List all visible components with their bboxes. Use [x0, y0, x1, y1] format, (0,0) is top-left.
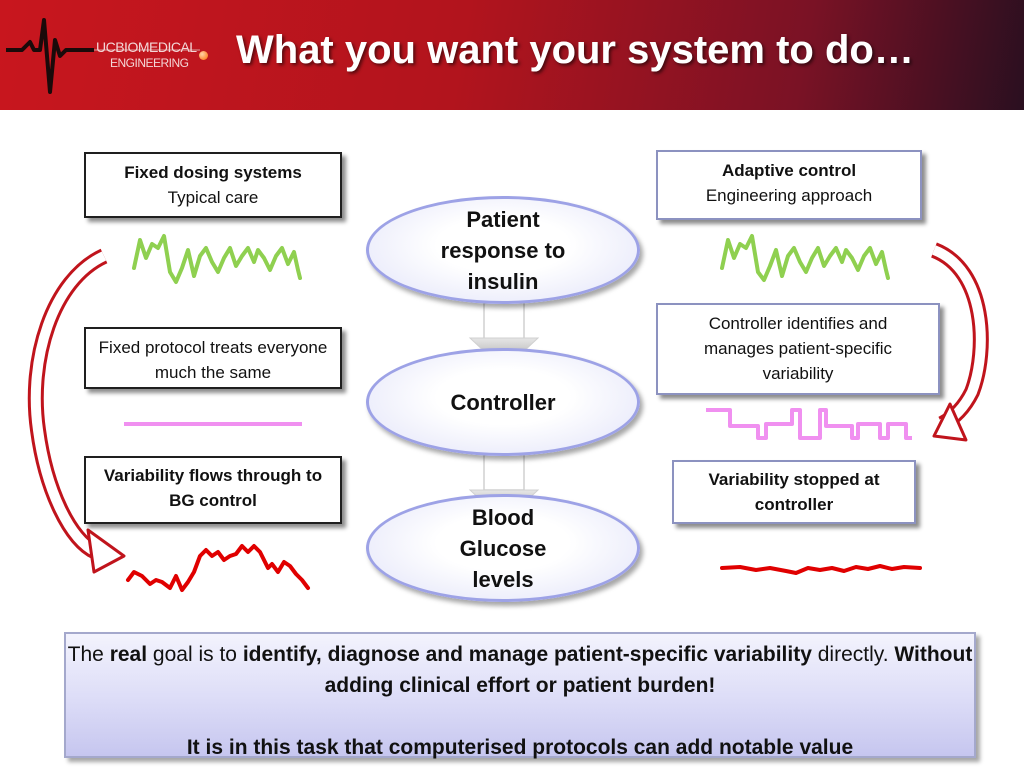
fixed-dosing-subtitle: Typical care [167, 188, 259, 207]
header-banner: UCBIOMEDICAL ENGINEERING What you want y… [0, 0, 1024, 110]
red-bg-trace-left [126, 544, 310, 592]
adaptive-control-subtitle: Engineering approach [705, 186, 873, 205]
summary-line-1: The real goal is to identify, diagnose a… [66, 639, 974, 701]
controller-identifies-text: Controller identifies and manages patien… [703, 314, 893, 383]
controller-identifies-box: Controller identifies and manages patien… [656, 303, 940, 395]
patient-response-ellipse: Patient response to insulin [366, 196, 640, 304]
summary-real: real [109, 643, 148, 666]
summary-directly: directly. [811, 643, 895, 666]
logo-dot [199, 51, 208, 60]
controller-label: Controller [450, 389, 556, 415]
variability-stopped-box: Variability stopped at controller [672, 460, 916, 524]
adaptive-control-box: Adaptive control Engineering approach [656, 150, 922, 220]
green-variability-trace-left [132, 234, 302, 284]
fixed-protocol-text: Fixed protocol treats everyone much the … [98, 338, 328, 382]
curved-arrow-icon [930, 242, 989, 442]
heartbeat-icon [6, 18, 200, 94]
summary-spacer [66, 701, 974, 732]
green-variability-trace-right [720, 234, 890, 282]
summary-without: Without adding clinical effort or patien… [324, 643, 973, 697]
curved-arrow-icon [27, 248, 126, 574]
variability-flows-text: Variability flows through to BG control [103, 466, 323, 510]
fixed-protocol-box: Fixed protocol treats everyone much the … [84, 327, 342, 389]
adaptive-control-title: Adaptive control [721, 161, 857, 180]
blood-glucose-ellipse: Blood Glucose levels [366, 494, 640, 602]
variability-stopped-text: Variability stopped at controller [708, 470, 880, 514]
blood-glucose-label: Blood Glucose levels [459, 504, 547, 592]
summary-the: The [67, 643, 110, 666]
logo-text-line2: ENGINEERING [110, 56, 189, 70]
summary-box: The real goal is to identify, diagnose a… [64, 632, 976, 759]
summary-identify: identify, diagnose and manage patient-sp… [242, 643, 812, 666]
page-title: What you want your system to do… [236, 28, 914, 72]
variability-flows-box: Variability flows through to BG control [84, 456, 342, 524]
summary-line-2: It is in this task that computerised pro… [186, 736, 854, 759]
pink-square-trace [706, 408, 912, 440]
red-bg-trace-right [720, 564, 922, 575]
summary-goal-is-to: goal is to [147, 643, 243, 666]
patient-response-label: Patient response to insulin [440, 206, 566, 294]
fixed-dosing-title: Fixed dosing systems [124, 163, 302, 182]
controller-ellipse: Controller [366, 348, 640, 456]
fixed-dosing-box: Fixed dosing systems Typical care [84, 152, 342, 218]
logo-text-line1: UCBIOMEDICAL [96, 39, 197, 55]
